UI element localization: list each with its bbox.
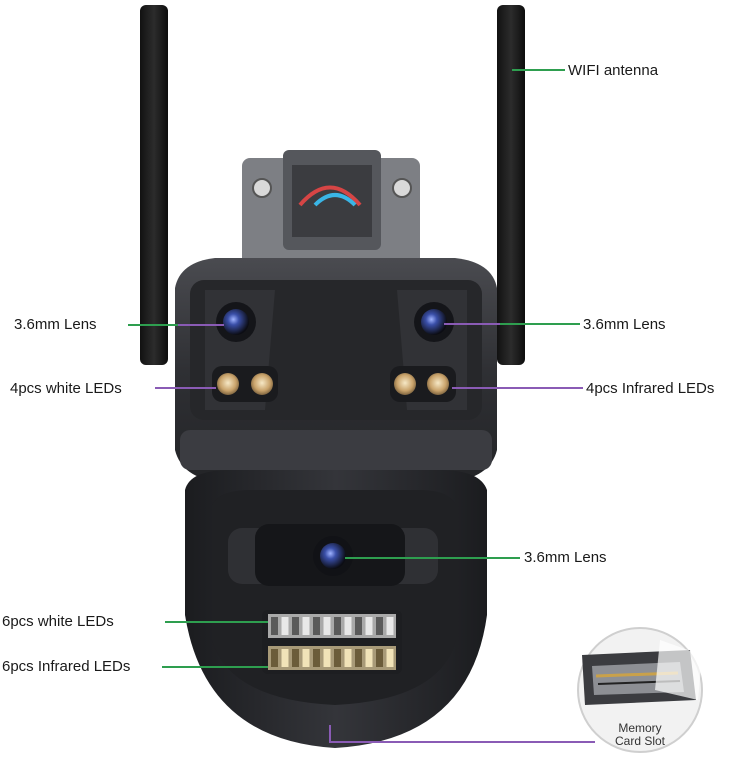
label-infrared-leds-bottom: 6pcs Infrared LEDs [2,658,131,675]
led-cell [344,649,352,667]
led-cell [365,649,373,667]
led-cell [271,617,278,635]
led-cell [323,617,331,635]
led-cell [376,617,383,635]
label-lens-bottom: 3.6mm Lens [524,549,607,566]
led-cell [271,649,278,667]
right-antenna [497,5,525,365]
led-cell [376,649,383,667]
led-cell [334,617,341,635]
top-infrared-leds [390,366,456,402]
led-cell [302,649,310,667]
memory-card-line2: Card Slot [614,734,666,748]
label-memory-card-slot: Memory Card Slot [598,722,682,748]
label-wifi-antenna: WIFI antenna [568,62,659,79]
label-white-leds-bottom: 6pcs white LEDs [2,613,114,630]
led-cell [355,649,362,667]
led-cell [313,617,320,635]
led-cell [281,649,289,667]
bottom-led-cells [271,617,394,667]
led-cell [355,617,362,635]
label-lens-top-right: 3.6mm Lens [583,316,666,333]
memory-card-line1: Memory [618,721,662,735]
label-lens-top-left: 3.6mm Lens [14,316,97,333]
led-cell [334,649,341,667]
led-cell [386,649,394,667]
label-white-leds-top: 4pcs white LEDs [10,380,122,397]
led-cell [323,649,331,667]
led-cell [344,617,352,635]
memory-card-inset [577,627,703,753]
led-cell [281,617,289,635]
led-cell [313,649,320,667]
led-cell [292,617,299,635]
top-white-leds [212,366,278,402]
led-cell [386,617,394,635]
leader-lines [128,69,595,743]
led-cell [292,649,299,667]
label-infrared-leds-top: 4pcs Infrared LEDs [586,380,715,397]
led-cell [365,617,373,635]
led-cell [302,617,310,635]
leader-memory-card [329,725,595,743]
left-antenna [140,5,168,365]
